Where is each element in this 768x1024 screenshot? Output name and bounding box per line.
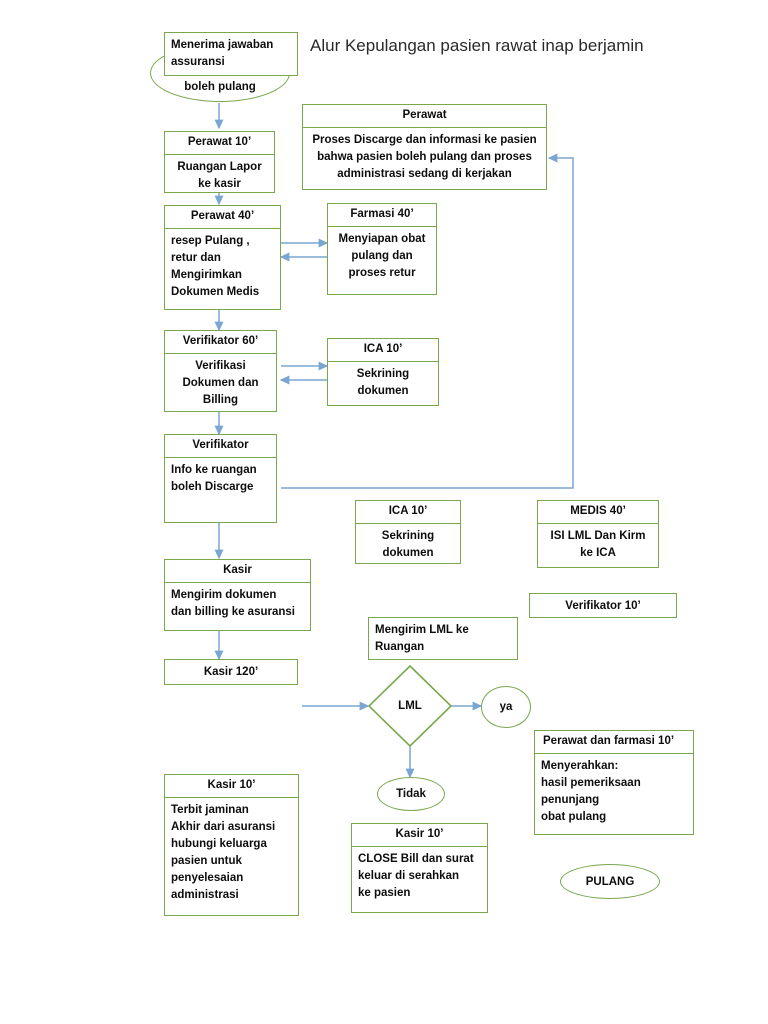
node-verifikator-10[interactable]: Verifikator 10’ <box>529 593 677 618</box>
node-perawat-discharge-body: Proses Discarge dan informasi ke pasien … <box>312 133 537 180</box>
node-perawat-discharge[interactable]: Perawat Proses Discarge dan informasi ke… <box>302 104 547 190</box>
node-perawat-40-body: resep Pulang , retur dan Mengirimkan Dok… <box>171 234 260 298</box>
ellipse-pulang-label: PULANG <box>585 875 635 888</box>
page-title: Alur Kepulangan pasien rawat inap berjam… <box>310 36 644 55</box>
node-medis-40[interactable]: MEDIS 40’ ISI LML Dan Kirm ke ICA <box>537 500 659 568</box>
decision-lml[interactable]: LML <box>368 665 452 747</box>
node-kasir-10-left-header: Kasir 10’ <box>165 775 298 798</box>
node-verifikator-60-header: Verifikator 60’ <box>165 331 276 354</box>
node-perawat-dan-farmasi-10-body: Menyerahkan: hasil pemeriksaan penunjang… <box>541 759 641 823</box>
node-farmasi-40-body: Menyiapan obat pulang dan proses retur <box>338 232 426 279</box>
node-menerima-jawaban-body: Menerima jawaban assuransi <box>171 39 274 69</box>
ellipse-tidak-label: Tidak <box>396 788 426 800</box>
node-verifikator-header: Verifikator <box>165 435 276 458</box>
node-medis-40-body: ISI LML Dan Kirm ke ICA <box>550 529 646 559</box>
node-mengirim-lml-body: Mengirim LML ke Ruangan <box>375 624 469 654</box>
node-perawat-10-body: Ruangan Lapor ke kasir <box>177 160 262 190</box>
node-perawat-40[interactable]: Perawat 40’ resep Pulang , retur dan Men… <box>164 205 281 310</box>
node-ica-10-a[interactable]: ICA 10’ Sekrining dokumen <box>327 338 439 406</box>
node-ica-10-b-header: ICA 10’ <box>356 501 460 524</box>
node-kasir-120-label: Kasir 120’ <box>203 666 259 678</box>
node-mengirim-lml[interactable]: Mengirim LML ke Ruangan <box>368 617 518 660</box>
node-ica-10-b-body: Sekrining dokumen <box>381 529 435 559</box>
node-verifikator[interactable]: Verifikator Info ke ruangan boleh Discar… <box>164 434 277 523</box>
node-ica-10-a-body: Sekrining dokumen <box>356 367 410 397</box>
node-verifikator-60-body: Verifikasi Dokumen dan Billing <box>182 359 259 406</box>
node-medis-40-header: MEDIS 40’ <box>538 501 658 524</box>
ellipse-tidak: Tidak <box>377 777 445 811</box>
node-kasir-10-mid[interactable]: Kasir 10’ CLOSE Bill dan surat keluar di… <box>351 823 488 913</box>
node-ica-10-b[interactable]: ICA 10’ Sekrining dokumen <box>355 500 461 564</box>
node-farmasi-40-header: Farmasi 40’ <box>328 204 436 227</box>
node-kasir-10-left-body: Terbit jaminan Akhir dari asuransi hubun… <box>171 803 276 901</box>
decision-lml-label: LML <box>398 700 422 712</box>
node-perawat-10[interactable]: Perawat 10’ Ruangan Lapor ke kasir <box>164 131 275 193</box>
ellipse-ya-label: ya <box>499 701 513 713</box>
node-verifikator-60[interactable]: Verifikator 60’ Verifikasi Dokumen dan B… <box>164 330 277 412</box>
node-verifikator-body: Info ke ruangan boleh Discarge <box>171 463 257 493</box>
node-farmasi-40[interactable]: Farmasi 40’ Menyiapan obat pulang dan pr… <box>327 203 437 295</box>
ellipse-ya: ya <box>481 686 531 728</box>
node-kasir-120[interactable]: Kasir 120’ <box>164 659 298 685</box>
node-perawat-dan-farmasi-10-header: Perawat dan farmasi 10’ <box>535 731 693 754</box>
node-kasir-10-mid-body: CLOSE Bill dan surat keluar di serahkan … <box>358 852 474 899</box>
node-kasir-10-mid-header: Kasir 10’ <box>352 824 487 847</box>
node-kasir-body: Mengirim dokumen dan billing ke asuransi <box>171 588 295 618</box>
node-kasir-10-left[interactable]: Kasir 10’ Terbit jaminan Akhir dari asur… <box>164 774 299 916</box>
node-verifikator-10-label: Verifikator 10’ <box>565 599 641 612</box>
node-perawat-10-header: Perawat 10’ <box>165 132 274 155</box>
ellipse-pulang: PULANG <box>560 864 660 899</box>
node-kasir-header: Kasir <box>165 560 310 583</box>
node-perawat-discharge-header: Perawat <box>303 105 546 128</box>
node-kasir[interactable]: Kasir Mengirim dokumen dan billing ke as… <box>164 559 311 631</box>
start-ellipse-label: boleh pulang <box>184 81 256 93</box>
node-ica-10-a-header: ICA 10’ <box>328 339 438 362</box>
node-perawat-40-header: Perawat 40’ <box>165 206 280 229</box>
node-perawat-dan-farmasi-10[interactable]: Perawat dan farmasi 10’ Menyerahkan: has… <box>534 730 694 835</box>
node-menerima-jawaban[interactable]: Menerima jawaban assuransi <box>164 32 298 76</box>
